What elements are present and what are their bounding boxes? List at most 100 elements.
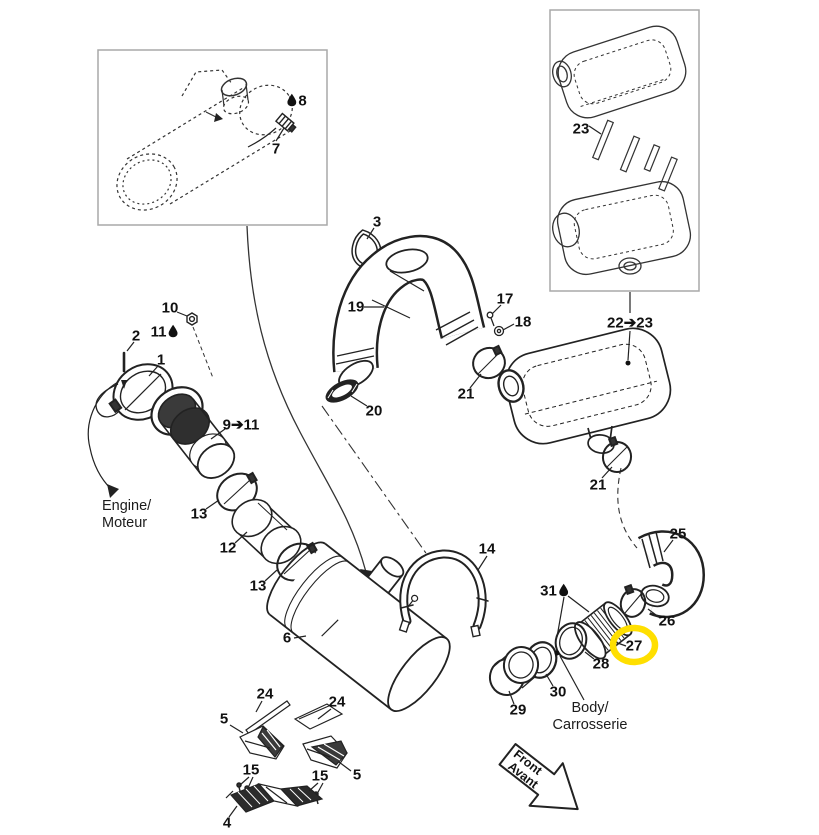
part-5-bracket-a [239, 725, 285, 760]
callout-label: 30 [549, 683, 567, 701]
engine-annotation: Engine/ Moteur [102, 498, 151, 531]
inset-resonator-bottom [552, 180, 692, 276]
callout-24-a[interactable]: 24 [257, 687, 274, 702]
callout-label: 18 [514, 313, 532, 331]
callout-13-a[interactable]: 13 [191, 507, 208, 522]
part-17-screw [486, 311, 495, 327]
callout-label: 9➔11 [222, 416, 260, 434]
leader-lines [87, 125, 674, 818]
lubricant-droplet-icon [287, 93, 297, 107]
part-9-11-pipe [150, 386, 236, 479]
callout-28[interactable]: 28 [593, 657, 610, 672]
callout-label: 26 [658, 612, 676, 630]
body-annotation-line2: Carrosserie [552, 716, 628, 733]
body-annotation: Body/ Carrosserie [553, 700, 628, 733]
callout-23-inset[interactable]: 23 [573, 122, 590, 137]
callout-22-23[interactable]: 22➔23 [607, 316, 653, 331]
callout-label: 22➔23 [607, 314, 653, 332]
callout-7[interactable]: 7 [272, 142, 280, 157]
callout-label: 3 [372, 213, 382, 231]
callout-label: 10 [161, 299, 179, 317]
callout-31[interactable]: 31 [540, 584, 568, 599]
inset-muffler-outline [116, 69, 293, 211]
callout-label: 1 [156, 351, 166, 369]
inset-resonator-top [552, 25, 687, 119]
callout-5-a[interactable]: 5 [220, 712, 228, 727]
callout-2[interactable]: 2 [132, 329, 140, 344]
callout-26[interactable]: 26 [659, 614, 676, 629]
callout-label: 8 [298, 92, 307, 110]
callout-6[interactable]: 6 [283, 631, 291, 646]
part-20-seal [325, 379, 359, 403]
callout-24-b[interactable]: 24 [329, 695, 346, 710]
callout-label: 4 [222, 814, 232, 832]
part-19-pipe [332, 234, 486, 389]
callout-18[interactable]: 18 [515, 315, 532, 330]
callout-25[interactable]: 25 [670, 527, 687, 542]
part-5-bracket-b [302, 735, 348, 769]
part-21-clamp-a [472, 344, 506, 380]
callout-17[interactable]: 17 [497, 292, 514, 307]
part-6-muffler [266, 541, 451, 712]
inset-box-muffler-detail [97, 49, 328, 226]
callout-label: 5 [219, 710, 229, 728]
part-18-washer [493, 325, 505, 337]
callout-19[interactable]: 19 [348, 300, 365, 315]
part-7-sensor [247, 112, 297, 148]
callout-29[interactable]: 29 [510, 703, 527, 718]
callout-label: 6 [282, 629, 292, 647]
callout-15-a[interactable]: 15 [243, 763, 260, 778]
lubricant-droplet-icon [558, 583, 568, 597]
callout-11[interactable]: 11 [151, 325, 178, 340]
callout-21-b[interactable]: 21 [590, 478, 607, 493]
lubricant-droplet-icon [168, 324, 178, 338]
callout-label: 12 [219, 539, 237, 557]
body-annotation-line1: Body/ [571, 700, 609, 716]
callout-label: 24 [328, 693, 346, 711]
callout-9-11[interactable]: 9➔11 [223, 418, 260, 433]
callout-label: 28 [592, 655, 610, 673]
callout-15-b[interactable]: 15 [312, 769, 329, 784]
callout-label: 11 [150, 323, 167, 341]
front-arrow-shape [498, 743, 579, 811]
part-4-support [225, 783, 324, 813]
callout-8[interactable]: 8 [287, 92, 307, 110]
callout-30[interactable]: 30 [550, 685, 567, 700]
callout-label: 2 [131, 327, 141, 345]
callout-label: 19 [347, 298, 365, 316]
callout-label: 27 [625, 637, 643, 655]
inset-box-resonator-detail [549, 9, 700, 292]
callout-10[interactable]: 10 [162, 301, 179, 316]
callout-3[interactable]: 3 [373, 215, 381, 230]
callout-12[interactable]: 12 [220, 541, 237, 556]
callout-label: 17 [496, 290, 514, 308]
part-21-clamp-b [601, 435, 633, 473]
callout-label: 20 [365, 402, 383, 420]
callout-label: 25 [669, 525, 687, 543]
callout-label: 29 [509, 701, 527, 719]
part-12-sleeve [231, 498, 302, 565]
part-22-23-resonator [497, 327, 672, 454]
callout-21-a[interactable]: 21 [458, 387, 475, 402]
callout-label: 24 [256, 685, 274, 703]
callout-label: 13 [190, 505, 208, 523]
part-14-hose [398, 549, 489, 638]
part-23-strips [591, 119, 678, 192]
engine-annotation-line2: Moteur [102, 514, 148, 531]
highlight-ring [609, 624, 659, 666]
engine-annotation-line1: Engine/ [102, 498, 152, 514]
callout-20[interactable]: 20 [366, 404, 383, 419]
part-29-outlet [488, 646, 540, 696]
callout-4[interactable]: 4 [223, 816, 231, 831]
callout-14[interactable]: 14 [479, 542, 496, 557]
callout-1[interactable]: 1 [157, 353, 165, 368]
callout-5-b[interactable]: 5 [353, 768, 361, 783]
callout-label: 21 [457, 385, 475, 403]
callout-label: 5 [352, 766, 362, 784]
callout-27[interactable]: 27 [626, 639, 643, 654]
callout-label: 31 [540, 582, 557, 600]
callout-13-b[interactable]: 13 [250, 579, 267, 594]
